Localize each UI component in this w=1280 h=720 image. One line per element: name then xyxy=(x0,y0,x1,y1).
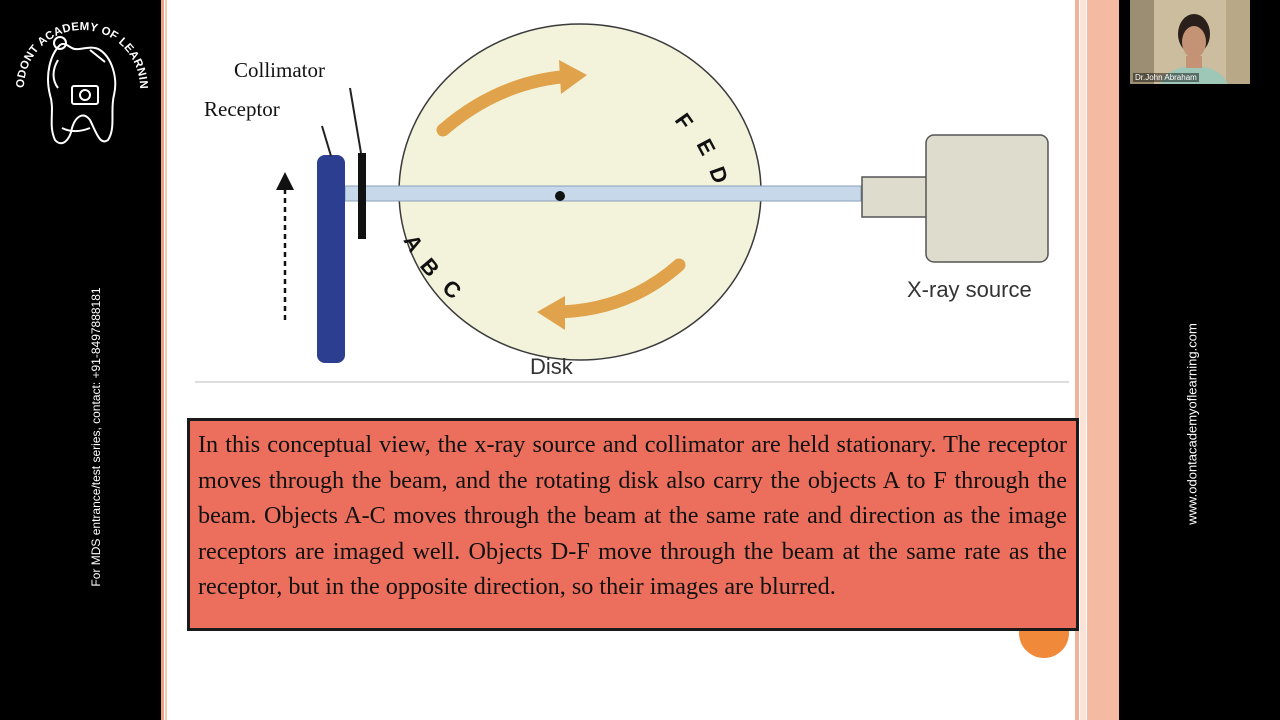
caption-text: In this conceptual view, the x-ray sourc… xyxy=(198,431,1067,600)
svg-text:ODONT ACADEMY OF LEARNING: ODONT ACADEMY OF LEARNING xyxy=(0,0,149,89)
caption-box: In this conceptual view, the x-ray sourc… xyxy=(187,418,1079,631)
disk-center-dot xyxy=(555,191,565,201)
participant-name: Dr.John Abraham xyxy=(1133,73,1199,82)
disk-label: Disk xyxy=(530,354,574,379)
collimator-plate xyxy=(358,153,366,239)
slide-right-border-2 xyxy=(1080,0,1086,720)
upper-rotation-arrow xyxy=(436,69,580,137)
slide-left-border-inner xyxy=(165,0,167,720)
x-ray-beam xyxy=(344,185,862,202)
xray-source-label: X-ray source xyxy=(907,277,1032,302)
slide-decoration xyxy=(1019,630,1069,658)
webcam-thumbnail[interactable]: Dr.John Abraham xyxy=(1130,0,1250,84)
tomography-diagram: F E D A B C Collimator Receptor X-ray so… xyxy=(195,23,1069,383)
webcam-video-icon xyxy=(1130,0,1250,84)
receptor-motion-arrowhead xyxy=(276,172,294,190)
slide-left-border xyxy=(161,0,164,720)
tooth-icon xyxy=(47,36,117,145)
website-vertical-text: www.odontacademyoflearning.com xyxy=(1184,323,1200,525)
lower-arrow-head xyxy=(537,296,565,330)
receptor-leader-line xyxy=(321,125,332,157)
receptor-label: Receptor xyxy=(204,97,280,121)
logo-text: ODONT ACADEMY OF LEARNING xyxy=(0,0,149,89)
collimator-label: Collimator xyxy=(234,58,325,82)
slide-right-border-1 xyxy=(1075,0,1079,720)
academy-logo: ODONT ACADEMY OF LEARNING xyxy=(0,0,149,145)
collimator-leader-line xyxy=(349,87,362,154)
xray-source-box xyxy=(925,134,1049,263)
lower-rotation-arrow xyxy=(546,258,686,319)
receptor-bar xyxy=(317,155,345,363)
slide-right-border-3 xyxy=(1087,0,1119,720)
left-branding-panel: ODONT ACADEMY OF LEARNING For MDS entran… xyxy=(0,0,161,720)
contact-vertical-text: For MDS entrance/test series, contact: +… xyxy=(89,287,103,587)
upper-arrow-head xyxy=(559,60,587,94)
xray-tube-neck xyxy=(861,176,929,218)
slide: F E D A B C Collimator Receptor X-ray so… xyxy=(161,0,1119,720)
